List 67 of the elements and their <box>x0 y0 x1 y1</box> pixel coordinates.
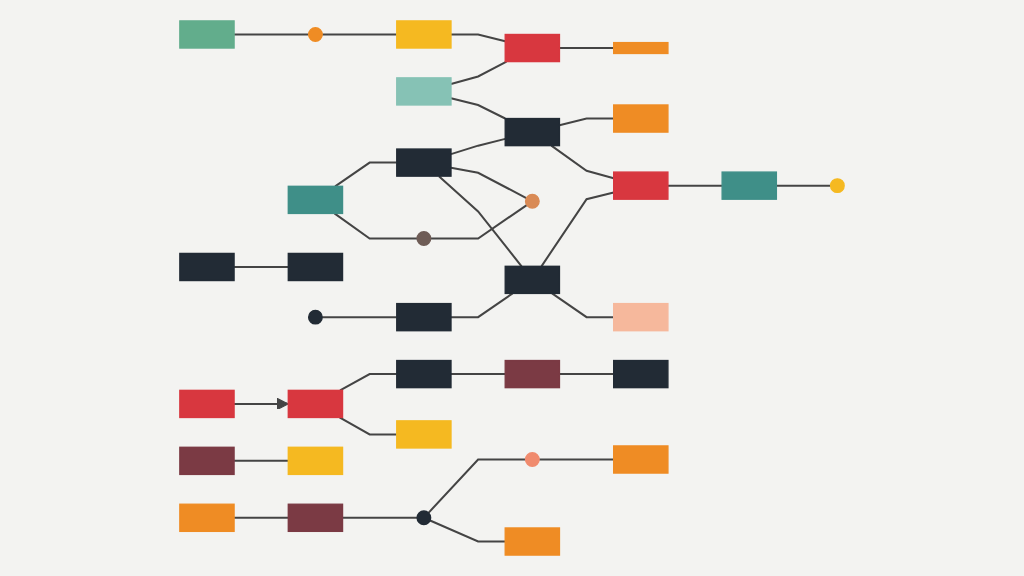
circle-node <box>307 27 323 42</box>
connector <box>551 292 614 319</box>
box-node <box>396 302 452 332</box>
box-node <box>504 527 561 556</box>
connector <box>550 144 614 180</box>
connector <box>667 184 723 187</box>
connector <box>451 33 506 43</box>
box-node <box>504 265 561 295</box>
box-node <box>396 420 452 449</box>
box-node <box>179 252 235 282</box>
connector <box>450 137 506 156</box>
connector <box>539 458 614 461</box>
box-node <box>504 117 561 147</box>
box-node <box>287 389 344 419</box>
connector <box>438 175 523 267</box>
bar-node <box>613 41 669 55</box>
connector <box>339 416 397 436</box>
connector <box>234 33 309 36</box>
box-node <box>613 171 669 200</box>
connector <box>451 292 514 319</box>
connector <box>451 373 506 376</box>
connector <box>540 191 614 267</box>
circle-node <box>416 231 432 246</box>
connector <box>450 60 507 85</box>
circle-node <box>524 452 540 467</box>
box-node <box>396 148 452 177</box>
connector <box>234 516 289 519</box>
connector <box>559 373 614 376</box>
connector <box>333 212 418 240</box>
box-node <box>179 503 235 533</box>
box-node <box>613 445 669 474</box>
box-node <box>179 20 235 49</box>
connector <box>234 459 289 462</box>
box-node <box>504 359 561 389</box>
box-node <box>287 252 344 282</box>
connector <box>427 458 526 514</box>
connector <box>339 373 397 392</box>
connector <box>559 47 614 50</box>
circle-node <box>524 193 540 209</box>
connector <box>322 316 397 319</box>
circle-node <box>416 510 432 526</box>
box-node <box>396 359 452 389</box>
box-node <box>287 185 344 215</box>
connector <box>450 97 506 120</box>
box-node <box>287 503 344 533</box>
box-node <box>179 389 235 419</box>
connector <box>322 33 397 36</box>
box-node <box>613 359 669 389</box>
connector <box>429 519 506 543</box>
box-node <box>179 446 235 476</box>
box-node <box>287 446 344 476</box>
connector <box>430 204 528 240</box>
connector <box>776 184 831 187</box>
box-node <box>721 171 778 200</box>
connector <box>342 516 418 519</box>
box-node <box>504 33 561 63</box>
box-node <box>613 104 669 133</box>
circle-node <box>829 178 845 194</box>
box-node <box>396 20 452 49</box>
connector <box>559 117 614 127</box>
connector <box>234 265 289 268</box>
arrow <box>234 397 289 410</box>
circle-node <box>307 309 323 325</box>
box-node <box>396 77 452 106</box>
box-node <box>613 302 669 332</box>
connector <box>450 166 527 199</box>
connector <box>334 161 397 188</box>
